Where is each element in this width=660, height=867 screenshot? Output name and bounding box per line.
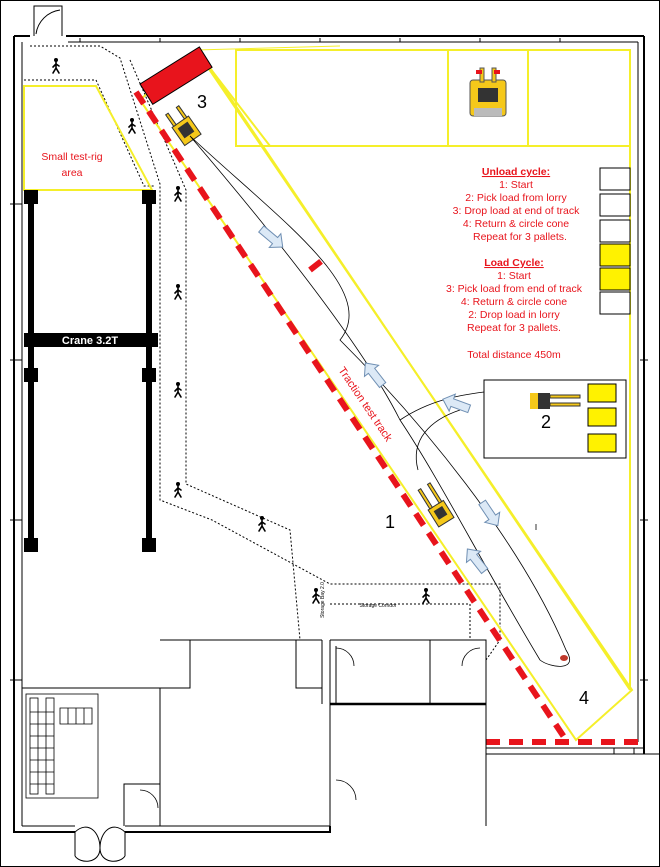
total-distance: Total distance 450m (467, 349, 561, 361)
load-step: 4: Return & circle cone (461, 296, 567, 308)
storage-side-label: Storage Bay 2.0 (320, 582, 326, 618)
door-icon (139, 647, 481, 809)
unload-step: 4: Return & circle cone (463, 218, 569, 230)
load-step: 3: Pick load from end of track (446, 283, 583, 295)
lower-rooms (21, 639, 487, 826)
load-step: 1: Start (497, 270, 531, 282)
load-step: Repeat for 3 pallets. (467, 322, 561, 334)
storage-corridor-label: Storage Corridor (360, 603, 397, 609)
forklift-icon (417, 482, 455, 528)
lower-right-walls (486, 747, 660, 755)
unload-step: 3: Drop load at end of track (453, 205, 580, 217)
unload-step: 1: Start (499, 179, 533, 191)
unload-step: Repeat for 3 pallets. (473, 231, 567, 243)
track-mark (308, 253, 330, 273)
building-walls (13, 35, 645, 833)
position-1-label: 1 (385, 512, 395, 532)
position-3-label: 3 (197, 92, 207, 112)
forklift-icon (164, 105, 202, 147)
walkway-outer (30, 45, 501, 661)
lorry-bay-box (483, 379, 627, 459)
load-cycle-title: Load Cycle: (484, 257, 544, 269)
storage-corridor-outline (330, 603, 471, 640)
unload-step: 2: Pick load from lorry (465, 192, 567, 204)
load-step: 2: Drop load in lorry (468, 309, 560, 321)
stairs-icon (25, 693, 99, 799)
small-test-rig-label-line1: Small test-rig (41, 151, 102, 163)
cone-icon (560, 655, 568, 661)
walkway-lane (129, 59, 301, 641)
forklift-icon (469, 67, 507, 117)
door-icon (74, 826, 126, 862)
door-icon (33, 5, 63, 36)
crane-beam (24, 333, 158, 347)
pallet-stack (599, 167, 631, 315)
lorry-icon (139, 46, 213, 106)
crane-label: Crane 3.2T (62, 335, 119, 347)
small-test-rig-label-line2: area (61, 167, 82, 179)
cycle-instructions: Unload cycle: 1: Start 2: Pick load from… (446, 166, 583, 361)
traction-test-track (133, 90, 569, 742)
position-4-label: 4 (579, 688, 589, 708)
travel-path-spur-2 (416, 409, 461, 471)
forklift-icon (530, 393, 581, 409)
wall-ticks (10, 38, 648, 681)
position-2-label: 2 (541, 412, 551, 432)
crane-structure (24, 190, 158, 552)
unload-cycle-title: Unload cycle: (482, 166, 550, 178)
